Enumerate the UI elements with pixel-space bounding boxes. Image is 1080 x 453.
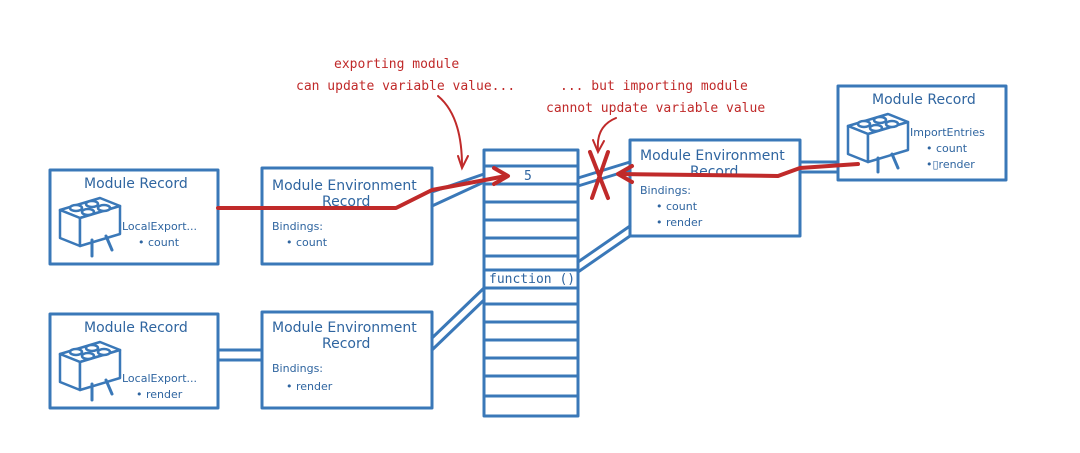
export-annotation-arrowhead (457, 155, 469, 171)
import-item-render: •▯render (926, 158, 975, 171)
binding-item-render: • render (286, 380, 333, 393)
exporting-annotation-line1: exporting module (334, 57, 459, 72)
import-blocked-arrow (616, 162, 860, 184)
memory-stack: 5 function () (482, 148, 580, 418)
env-record-title-line1: Module Environment (272, 320, 417, 336)
connector-lines (216, 160, 840, 362)
module-record-importer: Module Record ImportEntries • count •▯re… (836, 84, 1008, 182)
env-record-render: Module Environment Record Bindings: • re… (260, 310, 434, 410)
env-record-importer: Module Environment Record Bindings: • co… (628, 138, 802, 238)
import-annotation-arrowhead (592, 139, 605, 155)
module-record-render: Module Record LocalExport... • render (48, 312, 220, 410)
memory-function-cell: function () (489, 272, 575, 287)
import-annotation-pointer (596, 117, 617, 151)
module-record-title: Module Record (872, 92, 976, 108)
local-export-label: LocalExport... (122, 220, 197, 233)
env-record-title-line1: Module Environment (272, 178, 417, 194)
lego-brick-icon (846, 112, 910, 174)
bindings-label: Bindings: (272, 362, 323, 375)
binding-item-count: • count (656, 200, 698, 213)
module-record-count: Module Record LocalExport... • count (48, 168, 220, 266)
local-export-label: LocalExport... (122, 372, 197, 385)
env-record-title-line2: Record (690, 164, 738, 180)
env-record-title-line1: Module Environment (640, 148, 785, 164)
module-record-title: Module Record (84, 176, 188, 192)
lego-brick-icon (58, 196, 122, 258)
import-item-count: • count (926, 142, 968, 155)
export-item-render: • render (136, 388, 183, 401)
binding-item-count: • count (286, 236, 328, 249)
exporting-annotation-line2: can update variable value... (296, 79, 515, 94)
export-item-count: • count (138, 236, 180, 249)
export-update-arrow (216, 166, 510, 210)
blocked-cross-icon (588, 150, 610, 200)
env-record-title-line2: Record (322, 336, 370, 352)
importing-annotation-line2: cannot update variable value (546, 101, 765, 116)
export-annotation-pointer (437, 95, 463, 167)
import-entries-label: ImportEntries (910, 126, 985, 139)
memory-value-cell: 5 (524, 169, 532, 184)
lego-brick-icon (58, 340, 122, 402)
bindings-label: Bindings: (640, 184, 691, 197)
binding-item-render: • render (656, 216, 703, 229)
env-record-count: Module Environment Record Bindings: • co… (260, 166, 434, 266)
importing-annotation-line1: ... but importing module (560, 79, 748, 94)
module-record-title: Module Record (84, 320, 188, 336)
bindings-label: Bindings: (272, 220, 323, 233)
